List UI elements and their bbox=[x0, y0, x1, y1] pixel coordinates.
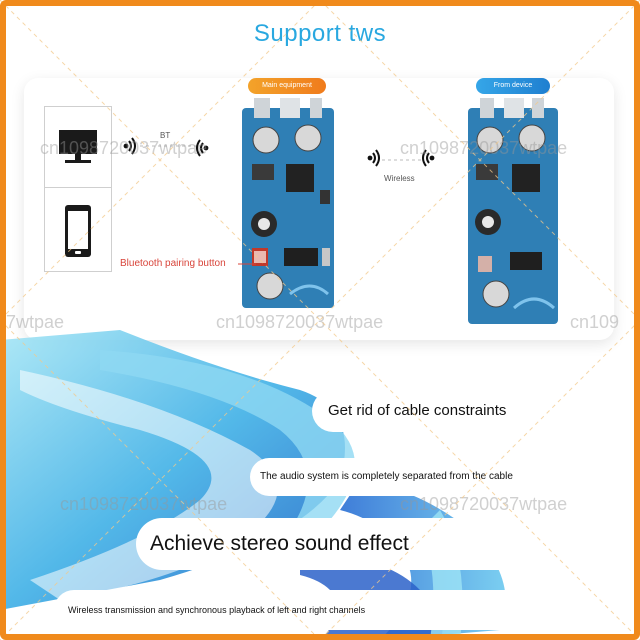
bluetooth-pairing-button-label: Bluetooth pairing button bbox=[120, 258, 226, 269]
bt-label: BT bbox=[160, 131, 171, 140]
wireless-signal-icon bbox=[367, 149, 380, 167]
wireless-label: Wireless bbox=[384, 174, 415, 183]
feature-sync-playback: Wireless transmission and synchronous pl… bbox=[54, 590, 640, 630]
monitor-icon bbox=[59, 130, 97, 163]
from-device-badge: From device bbox=[476, 78, 550, 94]
feature-stereo-sound: Achieve stereo sound effect bbox=[136, 518, 640, 570]
smartphone-icon bbox=[65, 205, 91, 257]
feature-separated-audio: The audio system is completely separated… bbox=[250, 458, 640, 496]
wireless-signal-icon bbox=[123, 137, 136, 155]
source-devices-box bbox=[44, 106, 112, 272]
pairing-pointer-line bbox=[238, 263, 256, 265]
feature-cable-free: Get rid of cable constraints bbox=[312, 390, 640, 432]
device-divider bbox=[45, 187, 111, 188]
slave-pcb-board bbox=[468, 98, 558, 324]
bt-dashed-line bbox=[140, 145, 200, 147]
page-title: Support tws bbox=[253, 20, 387, 47]
wireless-dashed-line bbox=[382, 159, 422, 161]
wireless-signal-icon bbox=[422, 149, 435, 167]
main-equipment-badge: Main equipment bbox=[248, 78, 326, 94]
main-pcb-board bbox=[242, 98, 334, 308]
wireless-signal-icon bbox=[196, 139, 209, 157]
